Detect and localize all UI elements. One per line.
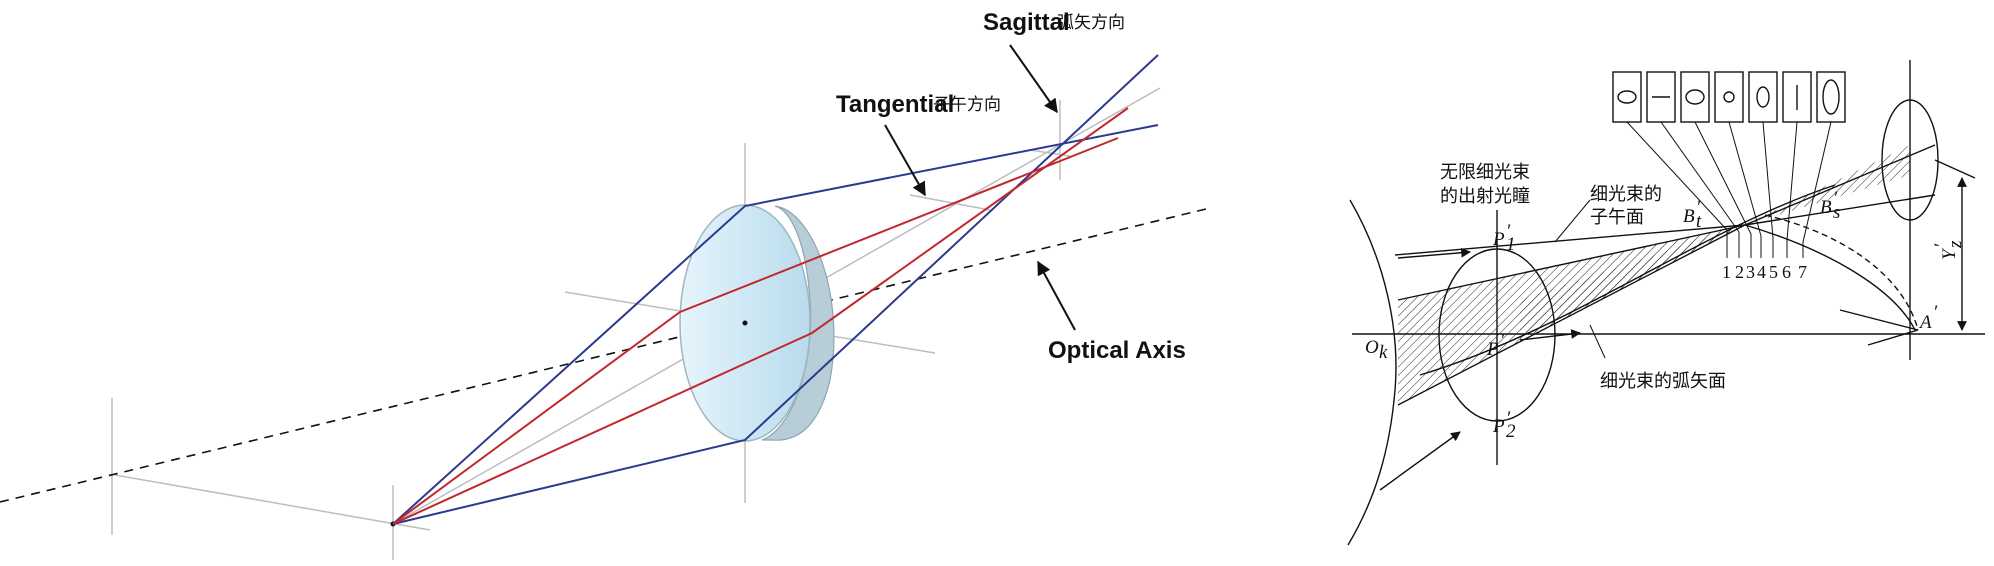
label-Bs: B xyxy=(1820,197,1832,218)
label-Bt-prime: ′ xyxy=(1696,197,1701,218)
chief-ray-curve xyxy=(1419,184,1836,376)
tick-7: 7 xyxy=(1798,262,1807,282)
sagittal-plane-label: 细光束的弧矢面 xyxy=(1600,371,1726,392)
optical-axis-label: Optical Axis xyxy=(1048,337,1186,364)
image-beam-hatch xyxy=(1745,145,1910,225)
tangential-arrow xyxy=(884,124,926,197)
label-Bs-sub: s xyxy=(1833,202,1840,223)
label-A: A xyxy=(1918,312,1932,333)
right-figure-labels: 无限细光束 的出射光瞳 细光束的 子午面 细光束的弧矢面 O k P ′ P ′… xyxy=(1365,162,1966,442)
label-A-prime: ′ xyxy=(1933,302,1938,323)
spot-leaders xyxy=(1626,121,1832,258)
tangential-rays xyxy=(392,107,1129,525)
label-P2-sub: 2 xyxy=(1506,421,1516,442)
lens xyxy=(679,204,835,442)
label-Bs-prime: ′ xyxy=(1833,188,1838,209)
label-Bt: B xyxy=(1683,206,1695,227)
label-P1-sub: 1 xyxy=(1506,234,1516,255)
sagittal-label: Sagittal xyxy=(983,9,1070,36)
tick-2: 2 xyxy=(1735,262,1744,282)
right-figure xyxy=(1347,60,1985,546)
tick-6: 6 xyxy=(1782,262,1791,282)
exit-pupil-label-2: 的出射光瞳 xyxy=(1440,186,1530,207)
tangential-plane-label-1: 细光束的 xyxy=(1590,184,1662,205)
tick-5: 5 xyxy=(1769,262,1778,282)
incoming-ray-low xyxy=(1379,431,1461,491)
sagittal-cn-label: 弧矢方向 xyxy=(1057,13,1125,33)
tangential-plane-label-2: 子午面 xyxy=(1590,207,1644,228)
tangential-label: Tangential xyxy=(836,91,954,118)
sagittal-focal-curve xyxy=(1764,214,1919,331)
tangential-cn-label: 子午方向 xyxy=(933,95,1001,115)
label-P2: P xyxy=(1492,416,1505,437)
label-O-sub: k xyxy=(1379,342,1388,363)
label-P2-prime: ′ xyxy=(1506,408,1511,429)
tick-4: 4 xyxy=(1757,262,1766,282)
label-Y-sub: z xyxy=(1945,240,1966,249)
tick-3: 3 xyxy=(1746,262,1755,282)
label-P-prime: ′ xyxy=(1500,330,1505,351)
left-figure: Sagittal 弧矢方向 Tangential 子午方向 Optical Ax… xyxy=(0,9,1211,560)
tick-1: 1 xyxy=(1722,262,1731,282)
incoming-ray-mid xyxy=(1519,329,1581,341)
exit-pupil-label-1: 无限细光束 xyxy=(1440,162,1530,183)
label-Bt-sub: t xyxy=(1696,211,1702,232)
spot-diagram-row xyxy=(1612,71,1846,123)
sagittal-rays xyxy=(392,54,1159,525)
lens-surface-curve xyxy=(1347,199,1397,546)
guide-lines xyxy=(111,87,1161,560)
label-P1: P xyxy=(1492,229,1505,250)
label-Y: Y xyxy=(1939,247,1960,260)
label-O: O xyxy=(1365,337,1379,358)
optical-axis-arrow xyxy=(1037,260,1076,331)
label-Y-prime: ′ xyxy=(1931,243,1952,248)
tangential-focal-curve xyxy=(1744,224,1916,331)
optical-axis-line xyxy=(0,207,1211,503)
label-P1-prime: ′ xyxy=(1506,221,1511,242)
sagittal-arrow xyxy=(1009,44,1058,114)
label-P: P xyxy=(1486,339,1499,360)
incoming-ray-top xyxy=(1397,247,1471,259)
